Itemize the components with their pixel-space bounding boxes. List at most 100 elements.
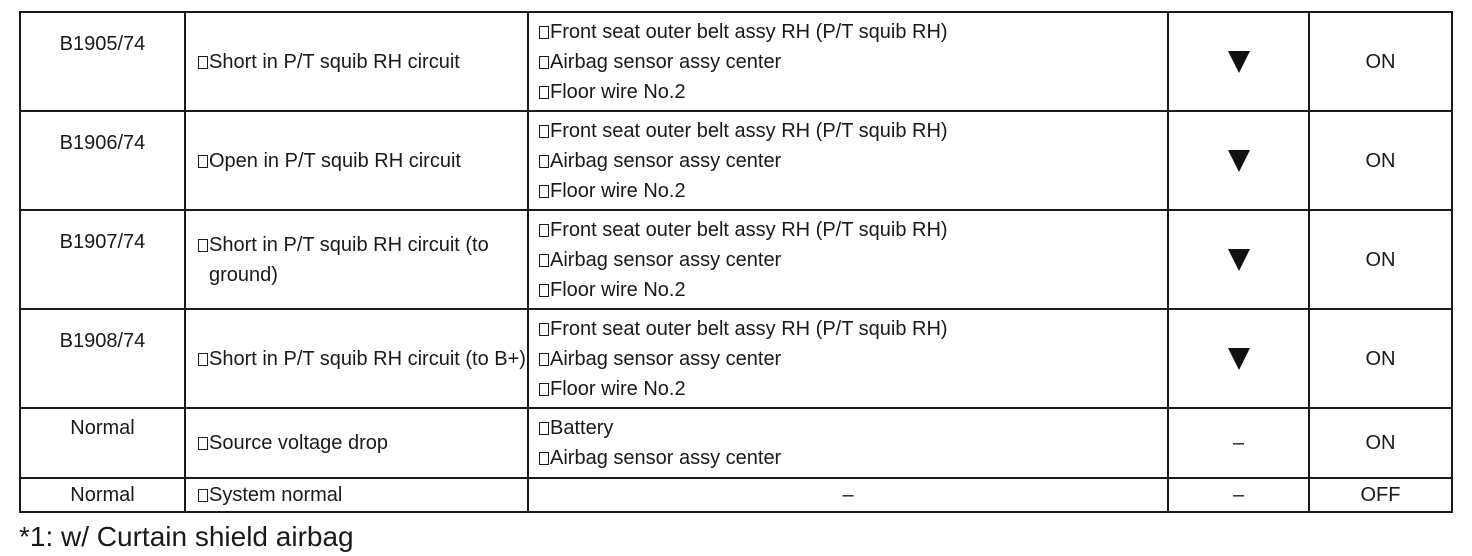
table-row: B1905/74 Short in P/T squib RH circuit F…: [19, 11, 1453, 112]
part-text: Airbag sensor assy center: [550, 447, 782, 469]
checkbox-glyph-icon: [539, 283, 549, 297]
trouble-area: System normal: [184, 477, 529, 513]
part-text: Airbag sensor assy center: [550, 149, 782, 172]
dtc-code: Normal: [19, 477, 186, 513]
down-triangle-icon: [1227, 249, 1250, 272]
list-item: Floor wire No.2: [539, 374, 1167, 404]
warning-light-status: ON: [1308, 407, 1453, 479]
part-text: Floor wire No.2: [550, 377, 686, 400]
warning-light-status: ON: [1308, 11, 1453, 112]
warning-light-status: ON: [1308, 209, 1453, 310]
part-text: Front seat outer belt assy RH (P/T squib…: [550, 218, 948, 241]
trouble-area-text: Short in P/T squib RH circuit (to ground…: [209, 233, 489, 286]
list-item: Front seat outer belt assy RH (P/T squib…: [539, 116, 1167, 146]
trouble-area-line: Short in P/T squib RH circuit: [198, 47, 527, 77]
parts-list: Front seat outer belt assy RH (P/T squib…: [527, 308, 1169, 409]
list-item: Battery: [539, 413, 1167, 443]
trouble-area-line: Short in P/T squib RH circuit (to ground…: [198, 230, 527, 290]
part-text: Battery: [550, 417, 614, 439]
checkbox-glyph-icon: [539, 25, 549, 39]
trouble-area-line: Source voltage drop: [198, 428, 527, 458]
list-item: Airbag sensor assy center: [539, 443, 1167, 473]
list-item: Front seat outer belt assy RH (P/T squib…: [539, 17, 1167, 47]
list-item: Front seat outer belt assy RH (P/T squib…: [539, 215, 1167, 245]
list-item: Floor wire No.2: [539, 275, 1167, 305]
indicator-cell: [1167, 110, 1310, 211]
part-text: Airbag sensor assy center: [550, 248, 782, 271]
parts-list: Battery Airbag sensor assy center: [527, 407, 1169, 479]
list-item: Floor wire No.2: [539, 77, 1167, 107]
dtc-code: B1908/74: [19, 308, 186, 409]
checkbox-glyph-icon: [198, 489, 208, 502]
part-text: Airbag sensor assy center: [550, 347, 782, 370]
indicator-cell: –: [1167, 407, 1310, 479]
checkbox-glyph-icon: [539, 322, 549, 336]
warning-light-status: OFF: [1308, 477, 1453, 513]
trouble-area-text: Short in P/T squib RH circuit: [209, 50, 460, 73]
table-row: Normal Source voltage drop Battery Airba…: [19, 407, 1453, 479]
table-row: B1907/74 Short in P/T squib RH circuit (…: [19, 209, 1453, 310]
checkbox-glyph-icon: [539, 55, 549, 69]
checkbox-glyph-icon: [198, 154, 208, 168]
checkbox-glyph-icon: [198, 437, 208, 450]
dtc-code: B1907/74: [19, 209, 186, 310]
parts-list: –: [527, 477, 1169, 513]
list-item: Airbag sensor assy center: [539, 47, 1167, 77]
part-text: Floor wire No.2: [550, 278, 686, 301]
dtc-code: B1905/74: [19, 11, 186, 112]
footnote: *1: w/ Curtain shield airbag: [19, 521, 354, 552]
trouble-area: Source voltage drop: [184, 407, 529, 479]
trouble-area: Open in P/T squib RH circuit: [184, 110, 529, 211]
list-item: Airbag sensor assy center: [539, 344, 1167, 374]
trouble-area: Short in P/T squib RH circuit (to B+): [184, 308, 529, 409]
warning-light-status: ON: [1308, 308, 1453, 409]
trouble-area-line: System normal: [198, 480, 527, 510]
dtc-code: B1906/74: [19, 110, 186, 211]
checkbox-glyph-icon: [539, 352, 549, 366]
list-item: Airbag sensor assy center: [539, 245, 1167, 275]
list-item: Airbag sensor assy center: [539, 146, 1167, 176]
part-text: Floor wire No.2: [550, 179, 686, 202]
parts-list: Front seat outer belt assy RH (P/T squib…: [527, 11, 1169, 112]
checkbox-glyph-icon: [539, 154, 549, 168]
indicator-cell: [1167, 11, 1310, 112]
checkbox-glyph-icon: [539, 124, 549, 138]
list-item: Floor wire No.2: [539, 176, 1167, 206]
parts-list: Front seat outer belt assy RH (P/T squib…: [527, 110, 1169, 211]
checkbox-glyph-icon: [539, 422, 549, 435]
trouble-area-line: Short in P/T squib RH circuit (to B+): [198, 344, 527, 374]
down-triangle-icon: [1227, 51, 1250, 74]
parts-list: Front seat outer belt assy RH (P/T squib…: [527, 209, 1169, 310]
indicator-cell: [1167, 209, 1310, 310]
trouble-area-text: Source voltage drop: [209, 432, 389, 454]
part-text: Front seat outer belt assy RH (P/T squib…: [550, 20, 948, 43]
checkbox-glyph-icon: [198, 352, 208, 366]
down-triangle-icon: [1227, 150, 1250, 173]
trouble-area: Short in P/T squib RH circuit: [184, 11, 529, 112]
part-text: Airbag sensor assy center: [550, 50, 782, 73]
warning-light-status: ON: [1308, 110, 1453, 211]
checkbox-glyph-icon: [198, 55, 208, 69]
list-item: Front seat outer belt assy RH (P/T squib…: [539, 314, 1167, 344]
down-triangle-icon: [1227, 348, 1250, 371]
checkbox-glyph-icon: [539, 184, 549, 198]
trouble-area-text: Short in P/T squib RH circuit (to B+): [209, 347, 526, 370]
trouble-area: Short in P/T squib RH circuit (to ground…: [184, 209, 529, 310]
checkbox-glyph-icon: [539, 452, 549, 465]
table-row: B1906/74 Open in P/T squib RH circuit Fr…: [19, 110, 1453, 211]
table-row: B1908/74 Short in P/T squib RH circuit (…: [19, 308, 1453, 409]
checkbox-glyph-icon: [539, 85, 549, 99]
dtc-code: Normal: [19, 407, 186, 479]
checkbox-glyph-icon: [539, 382, 549, 396]
trouble-area-text: System normal: [209, 484, 343, 506]
part-text: Front seat outer belt assy RH (P/T squib…: [550, 317, 948, 340]
trouble-area-line: Open in P/T squib RH circuit: [198, 146, 527, 176]
indicator-cell: [1167, 308, 1310, 409]
trouble-area-text: Open in P/T squib RH circuit: [209, 149, 461, 172]
checkbox-glyph-icon: [539, 253, 549, 267]
table-row: Normal System normal – – OFF: [19, 477, 1453, 513]
indicator-cell: –: [1167, 477, 1310, 513]
checkbox-glyph-icon: [539, 223, 549, 237]
checkbox-glyph-icon: [198, 238, 208, 252]
part-text: Floor wire No.2: [550, 80, 686, 103]
